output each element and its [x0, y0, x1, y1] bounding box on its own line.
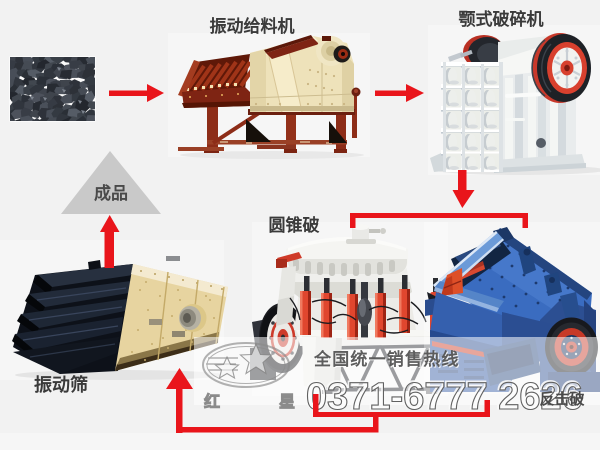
svg-text:红: 红 — [204, 392, 220, 411]
svg-text:0371-6777 2626: 0371-6777 2626 — [306, 376, 583, 418]
svg-text:颚式破碎机: 颚式破碎机 — [459, 9, 544, 29]
svg-text:反击破: 反击破 — [539, 390, 584, 408]
svg-text:0371-6777 2626: 0371-6777 2626 — [305, 375, 582, 417]
svg-text:振动筛: 振动筛 — [34, 374, 88, 395]
svg-text:振动给料机: 振动给料机 — [210, 16, 295, 36]
svg-text:圆锥破: 圆锥破 — [269, 215, 320, 235]
svg-text:成品: 成品 — [94, 183, 128, 203]
svg-text:全国统一销售热线: 全国统一销售热线 — [314, 350, 461, 370]
svg-text:星: 星 — [279, 393, 295, 411]
svg-text:全国统一销售热线: 全国统一销售热线 — [313, 349, 460, 369]
